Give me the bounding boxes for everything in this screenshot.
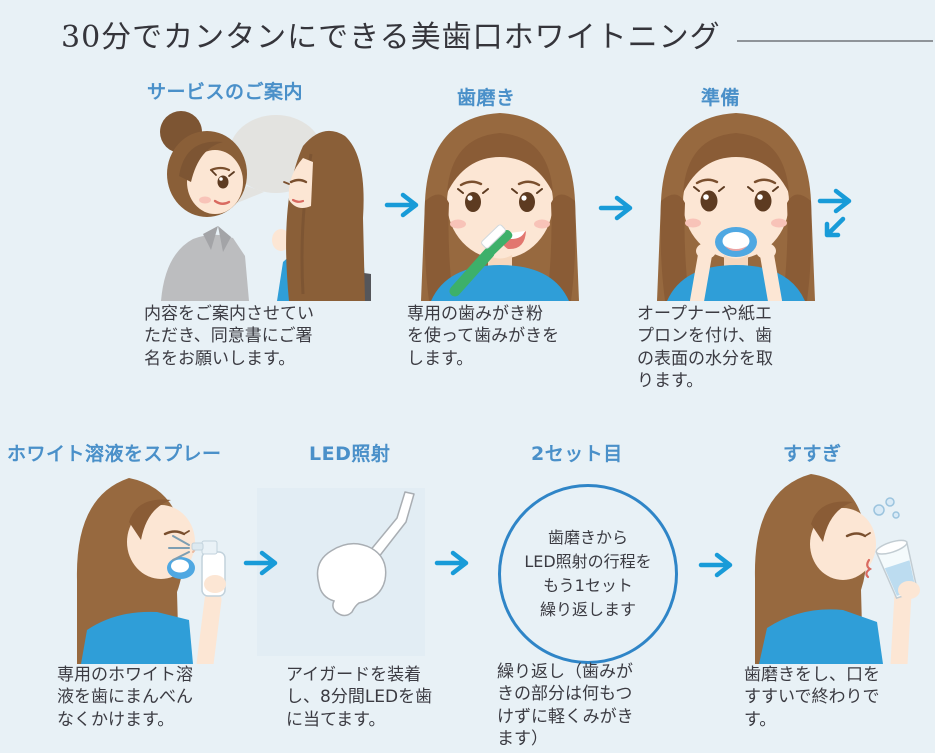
title-rule <box>737 40 933 42</box>
repeat-set-circle: 歯磨きから LED照射の行程を もう1セット 繰り返します <box>498 484 678 664</box>
woman-rinsing-mouth-illustration <box>754 474 920 664</box>
woman-spraying-solution-illustration <box>76 478 226 664</box>
led-lamp-illustration <box>316 491 415 617</box>
caption-second-set: 繰り返し（歯みが きの部分は何もつ けずに軽くみがき ます） <box>497 662 634 750</box>
woman-with-mouth-opener-illustration <box>657 113 815 301</box>
arrow-right-icon <box>817 188 852 214</box>
caption-toothbrushing: 専用の歯みがき粉 を使って歯みがきを します。 <box>407 304 560 369</box>
step-label-led-irradiation: LED照射 <box>309 443 391 465</box>
arrow-right-icon <box>434 550 469 576</box>
caption-service-guide: 内容をご案内させてい ただき、同意書にご署 名をお願いします。 <box>144 304 314 369</box>
two-women-consultation-illustration <box>160 111 371 301</box>
caption-led-irradiation: アイガードを装着 し、8分間LEDを歯 に当てます。 <box>286 665 433 730</box>
step-label-second-set: 2セット目 <box>531 443 623 465</box>
caption-rinse: 歯磨きをし、口を すすいで終わりで す。 <box>744 665 880 730</box>
repeat-set-text: 歯磨きから LED照射の行程を もう1セット 繰り返します <box>524 528 652 619</box>
woman-brushing-teeth-illustration <box>421 113 579 301</box>
arrow-down-left-icon <box>824 216 846 238</box>
arrow-right-icon <box>243 550 278 576</box>
step-label-spray-solution: ホワイト溶液をスプレー <box>7 443 222 465</box>
arrow-right-icon <box>598 195 633 221</box>
arrow-right-icon <box>384 192 419 218</box>
step-label-service-guide: サービスのご案内 <box>147 81 304 103</box>
caption-preparation: オープナーや紙エ プロンを付け、歯 の表面の水分を取 ります。 <box>637 304 773 392</box>
step-label-toothbrushing: 歯磨き <box>457 87 516 109</box>
page-title: 30分でカンタンにできる美歯口ホワイトニング <box>61 20 721 55</box>
arrow-right-icon <box>698 552 733 578</box>
caption-spray-solution: 専用のホワイト溶 液を歯にまんべん なくかけます。 <box>57 665 193 730</box>
step-label-preparation: 準備 <box>701 87 741 109</box>
step-label-rinse: すすぎ <box>783 443 842 465</box>
